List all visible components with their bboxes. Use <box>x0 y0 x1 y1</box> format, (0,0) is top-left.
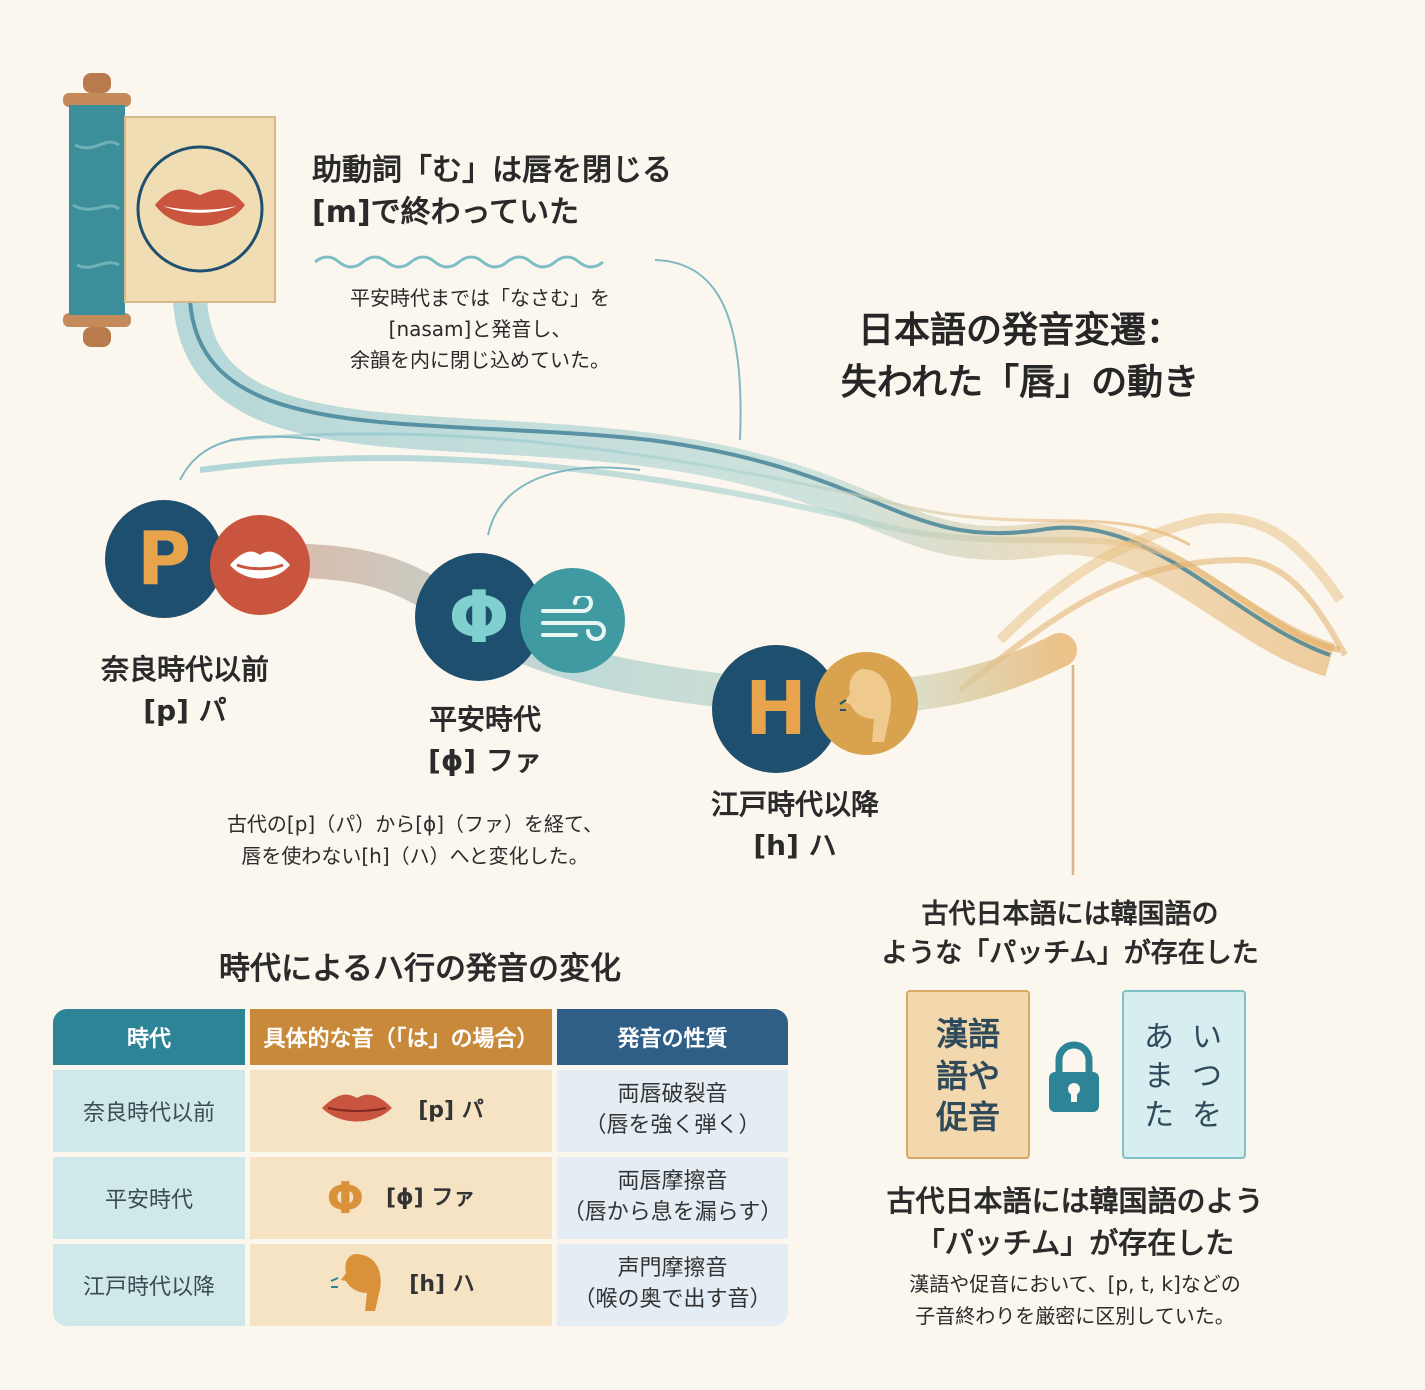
row-sound: [p] パ <box>418 1098 484 1123</box>
table-title: 時代によるハ行の発音の変化 <box>218 951 622 987</box>
row-era: 江戸時代以降 <box>53 1244 245 1326</box>
lips-icon <box>210 515 310 615</box>
kango-line1: 漢語 <box>936 1015 1001 1053</box>
batchim-heading2-line1: 古代日本語には韓国語のよう <box>886 1184 1264 1218</box>
batchim-heading: 古代日本語には韓国語の ような「パッチム」が存在した <box>860 895 1280 973</box>
kango-line3: 促音 <box>936 1098 1001 1137</box>
table-row: 平安時代 Φ [ɸ] ファ 両唇摩擦音 （唇から息を漏らす） <box>53 1157 788 1239</box>
throat-icon <box>327 1251 387 1319</box>
stage-h-sound: [h] ハ <box>753 828 837 862</box>
table-row: 江戸時代以降 [h] ハ 声門摩擦音 （喉の奥で出す音） <box>53 1244 788 1326</box>
row-quality-line2: （唇から息を漏らす） <box>562 1200 783 1225</box>
title-line2: 失われた「唇」の動き <box>840 362 1200 404</box>
batchim-note-line1: 漢語や促音において、[p, t, k]などの <box>909 1272 1241 1296</box>
row-quality: 声門摩擦音 （喉の奥で出す音） <box>557 1244 788 1326</box>
kango-line2: 語や <box>936 1056 1001 1095</box>
kana-document: あ ま た い つ を <box>1122 990 1246 1159</box>
throat-icon <box>815 652 918 755</box>
row-sound: [h] ハ <box>409 1272 475 1297</box>
stage-phi-label: 平安時代 [ɸ] ファ <box>365 700 605 781</box>
row-era: 奈良時代以前 <box>53 1070 245 1152</box>
batchim-note: 漢語や促音において、[p, t, k]などの 子音終わりを厳密に区別していた。 <box>855 1268 1295 1332</box>
header-era: 時代 <box>53 1009 245 1065</box>
kana-char: ま <box>1144 1059 1174 1094</box>
kana-char: い <box>1192 1020 1222 1055</box>
row-sound-cell: [h] ハ <box>250 1244 552 1326</box>
stage-p-letter: P <box>136 516 192 602</box>
mu-heading: 助動詞「む」は唇を閉じる [m]で終わっていた <box>312 150 672 234</box>
kana-char: た <box>1144 1098 1174 1133</box>
timeline-note-line2: 唇を使わない[h]（ハ）へと変化した。 <box>241 844 589 868</box>
stage-phi-sound: [ɸ] ファ <box>428 743 542 777</box>
batchim-note-line2: 子音終わりを厳密に区別していた。 <box>915 1304 1235 1328</box>
mu-note-line2: [nasam]と発音し、 <box>388 317 572 341</box>
timeline-note: 古代の[p]（パ）から[ɸ]（ファ）を経て、 唇を使わない[h]（ハ）へと変化し… <box>170 808 660 872</box>
row-quality-line1: 声門摩擦音 <box>617 1256 728 1282</box>
row-quality-line2: （唇を強く弾く） <box>584 1113 761 1138</box>
stage-h-era: 江戸時代以降 <box>710 788 879 821</box>
row-era: 平安時代 <box>53 1157 245 1239</box>
table-header-row: 時代 具体的な音（「は」の場合） 発音の性質 <box>53 1009 788 1065</box>
batchim-heading-line1: 古代日本語には韓国語の <box>921 899 1219 930</box>
mu-note-line3: 余韻を内に閉じ込めていた。 <box>350 348 610 372</box>
batchim-heading-2: 古代日本語には韓国語のよう 「パッチム」が存在した <box>840 1180 1310 1264</box>
kana-col1: あ ま た <box>1144 1018 1174 1135</box>
row-sound: [ɸ] ファ <box>386 1185 476 1210</box>
kango-doc-text: 漢語 語や 促音 <box>936 1014 1000 1139</box>
page-title: 日本語の発音変遷： 失われた「唇」の動き <box>780 305 1260 409</box>
row-quality: 両唇摩擦音 （唇から息を漏らす） <box>557 1157 788 1239</box>
kana-char: を <box>1192 1098 1222 1133</box>
kango-document: 漢語 語や 促音 <box>906 990 1030 1159</box>
stage-phi-era: 平安時代 <box>428 703 541 736</box>
stage-h-letter: H <box>745 666 807 752</box>
row-quality-line1: 両唇破裂音 <box>617 1082 728 1108</box>
sound-change-table: 時代 具体的な音（「は」の場合） 発音の性質 奈良時代以前 [p] パ 両唇破裂… <box>48 1004 793 1331</box>
row-quality-line2: （喉の奥で出す音） <box>573 1287 772 1312</box>
row-sound-cell: [p] パ <box>250 1070 552 1152</box>
kana-char: つ <box>1192 1059 1222 1094</box>
row-sound-cell: Φ [ɸ] ファ <box>250 1157 552 1239</box>
mu-heading-line2: [m]で終わっていた <box>312 195 580 230</box>
scroll-illustration <box>55 65 295 350</box>
stage-p-label: 奈良時代以前 [p] パ <box>60 650 310 731</box>
stage-h-label: 江戸時代以降 [h] ハ <box>665 785 925 866</box>
batchim-heading2-line2: 「パッチム」が存在した <box>915 1226 1235 1261</box>
kana-col2: い つ を <box>1192 1018 1222 1135</box>
header-quality: 発音の性質 <box>557 1009 788 1065</box>
mu-note-line1: 平安時代までは「なさむ」を <box>350 286 610 310</box>
row-quality: 両唇破裂音 （唇を強く弾く） <box>557 1070 788 1152</box>
header-sound: 具体的な音（「は」の場合） <box>250 1009 552 1065</box>
stage-p-era: 奈良時代以前 <box>100 653 269 686</box>
wind-icon <box>520 568 625 673</box>
kana-char: あ <box>1144 1020 1174 1055</box>
mu-note: 平安時代までは「なさむ」を [nasam]と発音し、 余韻を内に閉じ込めていた。 <box>300 283 660 376</box>
stage-phi-letter: Φ <box>448 575 510 659</box>
mu-heading-line1: 助動詞「む」は唇を閉じる <box>312 153 672 188</box>
table-row: 奈良時代以前 [p] パ 両唇破裂音 （唇を強く弾く） <box>53 1070 788 1152</box>
phi-icon: Φ <box>326 1172 365 1224</box>
lips-icon <box>318 1090 396 1132</box>
stage-p-circle: P <box>105 500 223 618</box>
timeline-note-line1: 古代の[p]（パ）から[ɸ]（ファ）を経て、 <box>226 812 604 836</box>
stage-p-sound: [p] パ <box>143 693 227 727</box>
row-quality-line1: 両唇摩擦音 <box>617 1169 728 1195</box>
batchim-heading-line2: ような「パッチム」が存在した <box>881 938 1259 970</box>
title-line1: 日本語の発音変遷： <box>857 310 1182 351</box>
lock-icon <box>1045 1040 1103 1119</box>
